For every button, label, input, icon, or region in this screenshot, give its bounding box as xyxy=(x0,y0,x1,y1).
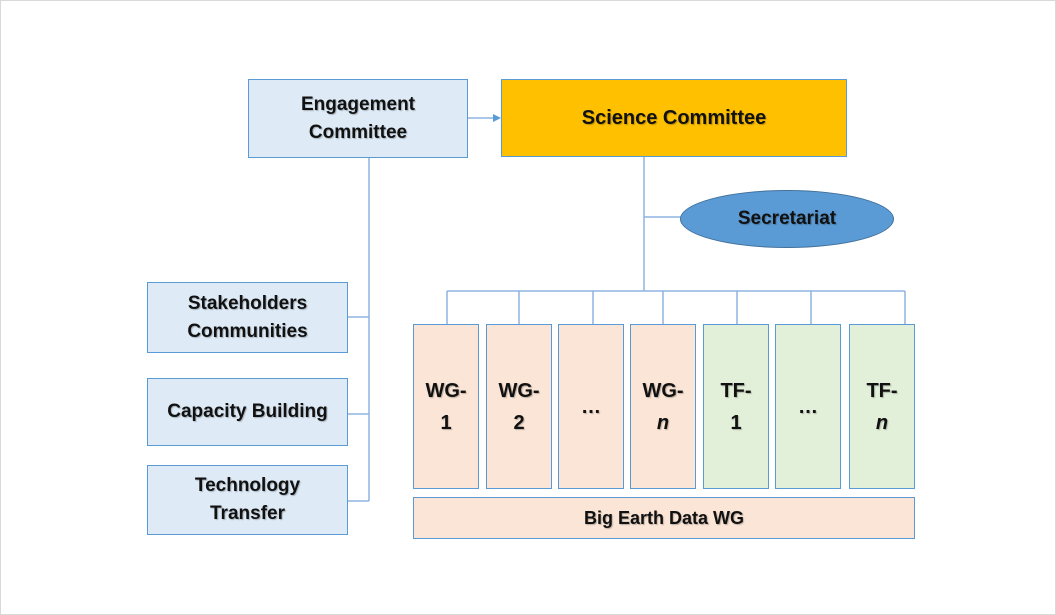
wg-2-bottom: 2 xyxy=(513,411,525,434)
wg-n-bottom: n xyxy=(656,411,670,434)
wg-1-top: WG- xyxy=(425,379,467,402)
technology-transfer-box: Technology Transfer xyxy=(147,465,348,535)
wg-2-box: WG- 2 xyxy=(486,324,552,489)
wg-1-box: WG- 1 xyxy=(413,324,479,489)
tf-1-top: TF- xyxy=(720,379,752,402)
wg-1-bottom: 1 xyxy=(440,411,452,434)
tf-ellipsis-box: … xyxy=(775,324,841,489)
tf-1-box: TF- 1 xyxy=(703,324,769,489)
arrowhead xyxy=(493,114,501,122)
tf-ellipsis: … xyxy=(798,395,818,418)
stakeholders-communities-box: Stakeholders Communities xyxy=(147,282,348,353)
tf-1-bottom: 1 xyxy=(730,411,742,434)
engagement-committee-box: Engagement Committee xyxy=(248,79,468,158)
wg-n-box: WG-n xyxy=(630,324,696,489)
wg-n-top: WG- xyxy=(642,379,684,402)
big-earth-data-wg-box: Big Earth Data WG xyxy=(413,497,915,539)
wg-2-top: WG- xyxy=(498,379,540,402)
capacity-building-box: Capacity Building xyxy=(147,378,348,446)
science-committee-box: Science Committee xyxy=(501,79,847,157)
tf-n-top: TF- xyxy=(866,379,898,402)
tf-n-bottom: n xyxy=(875,411,889,434)
tf-n-box: TF-n xyxy=(849,324,915,489)
wg-ellipsis: … xyxy=(581,395,601,418)
secretariat-oval: Secretariat xyxy=(680,190,894,248)
wg-ellipsis-box: … xyxy=(558,324,624,489)
